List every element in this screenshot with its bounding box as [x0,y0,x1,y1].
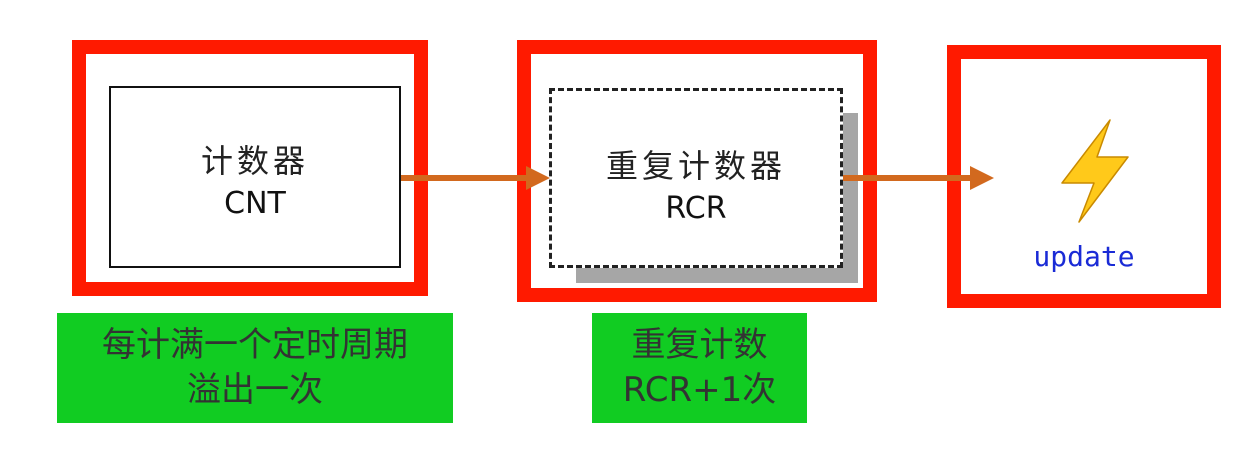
cnt-overflow-note: 每计满一个定时周期 溢出一次 [57,313,453,423]
arrow-cnt-to-rcr [401,166,550,190]
update-label: update [1033,240,1135,273]
rcr-block-title: 重复计数器 [605,147,786,185]
rcr-note-line1: 重复计数 [631,325,768,365]
cnt-block-title: 计数器 [200,142,309,180]
cnt-note-line1: 每计满一个定时周期 [102,325,408,365]
rcr-block: 重复计数器 RCR [549,88,843,268]
rcr-count-note: 重复计数 RCR+1次 [592,313,807,423]
rcr-note-line2: RCR+1次 [622,370,777,410]
arrow-rcr-to-update [843,166,994,190]
lightning-bolt-icon [1061,119,1129,223]
cnt-note-line2: 溢出一次 [187,370,323,410]
rcr-block-label: RCR [665,191,727,226]
cnt-block-label: CNT [224,186,286,221]
cnt-block: 计数器 CNT [109,86,401,268]
